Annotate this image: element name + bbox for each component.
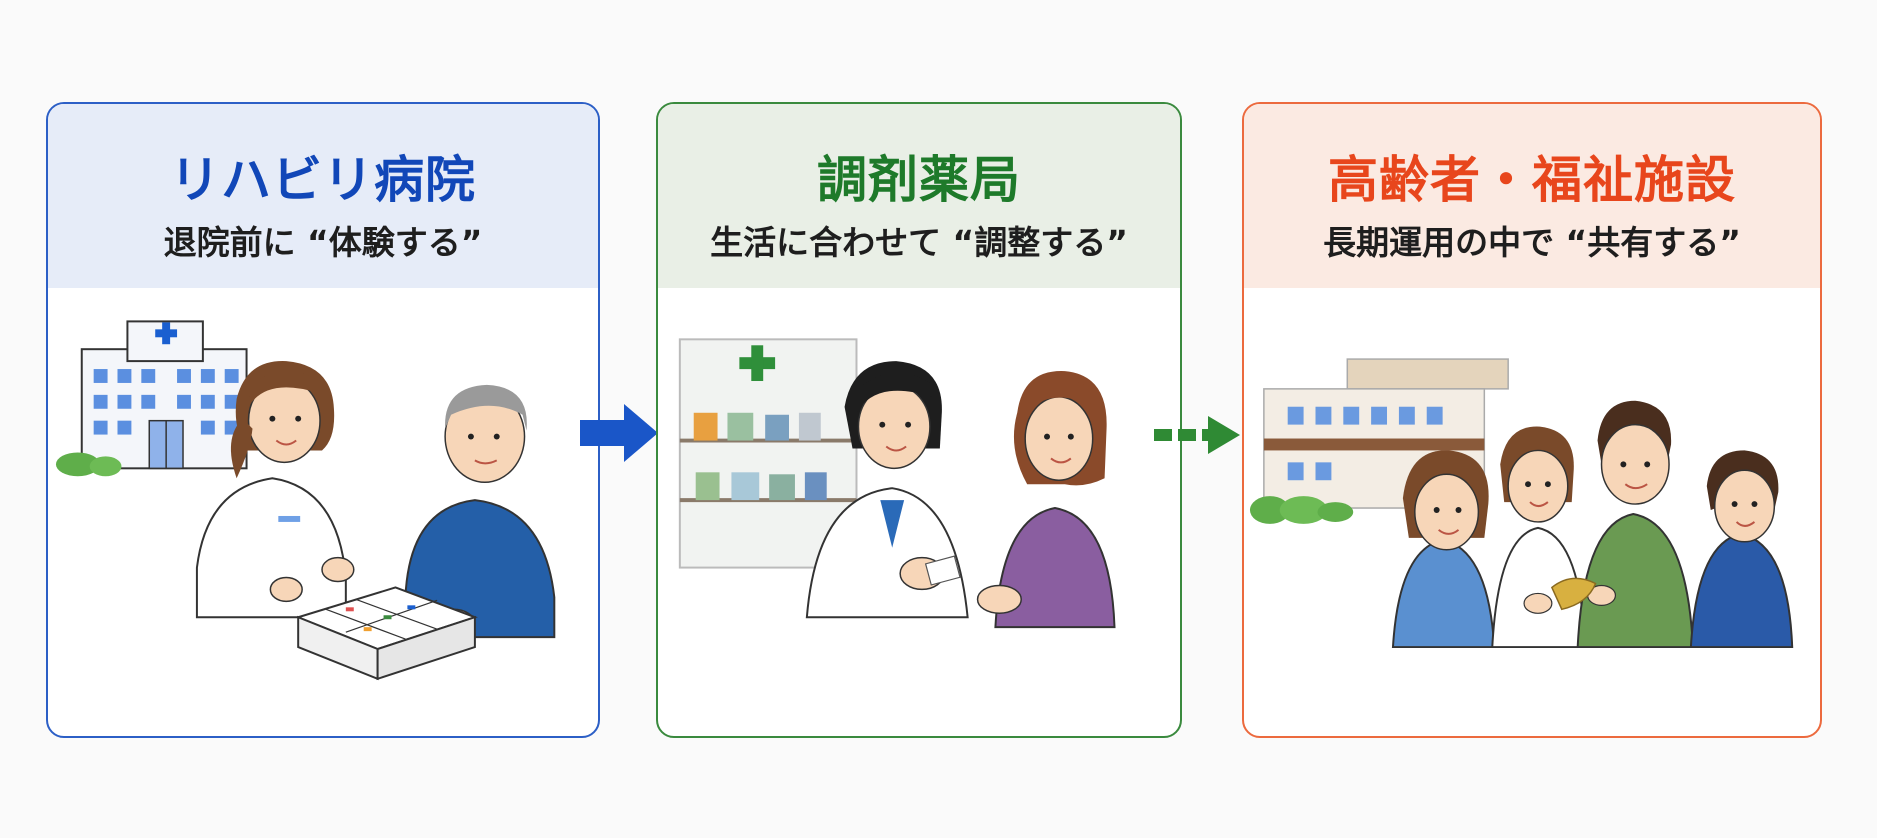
panel-subtitle: 退院前に “体験する” bbox=[163, 223, 483, 262]
panel-title: リハビリ病院 bbox=[170, 151, 476, 209]
panel-welfare-facility: 高齢者・福祉施設 長期運用の中で “共有する” bbox=[1242, 102, 1822, 738]
care-staff-woman-icon bbox=[1391, 450, 1496, 649]
shared-item-icon bbox=[1523, 577, 1617, 614]
panel-subtitle: 生活に合わせて “調整する” bbox=[710, 223, 1128, 262]
pharmacist-figure-icon bbox=[805, 361, 969, 619]
hospital-staff-explaining-pill-organizer-to-elderly-man-icon bbox=[55, 320, 556, 681]
dashed-arrow-right-icon bbox=[1154, 416, 1240, 454]
pharmacist-talking-with-woman-icon bbox=[678, 338, 1116, 629]
panel-header: リハビリ病院 退院前に “体験する” bbox=[48, 104, 598, 288]
hospital-building-icon bbox=[55, 320, 248, 477]
care-staff-man-green-icon bbox=[1576, 400, 1694, 649]
pill-organizer-box-icon bbox=[295, 586, 478, 681]
pharmacy-shelf-icon bbox=[678, 338, 858, 569]
solid-arrow-right-icon bbox=[580, 404, 658, 462]
panel-rehab-hospital: リハビリ病院 退院前に “体験する” bbox=[46, 102, 600, 738]
welfare-facility-building-icon bbox=[1249, 358, 1509, 524]
panel-header: 調剤薬局 生活に合わせて “調整する” bbox=[658, 104, 1180, 288]
care-staff-white-shirt-icon bbox=[1491, 426, 1587, 649]
woman-figure-icon bbox=[976, 371, 1116, 629]
panel-subtitle: 長期運用の中で “共有する” bbox=[1323, 223, 1741, 262]
nurse-figure-icon bbox=[195, 361, 355, 619]
care-staff-group-sharing-icon bbox=[1249, 358, 1794, 649]
panel-title: 高齢者・福祉施設 bbox=[1328, 151, 1736, 209]
panel-title: 調剤薬局 bbox=[817, 151, 1021, 209]
panel-header: 高齢者・福祉施設 長期運用の中で “共有する” bbox=[1244, 104, 1820, 288]
panel-pharmacy: 調剤薬局 生活に合わせて “調整する” bbox=[656, 102, 1182, 738]
care-staff-man-blue-icon bbox=[1689, 450, 1794, 649]
